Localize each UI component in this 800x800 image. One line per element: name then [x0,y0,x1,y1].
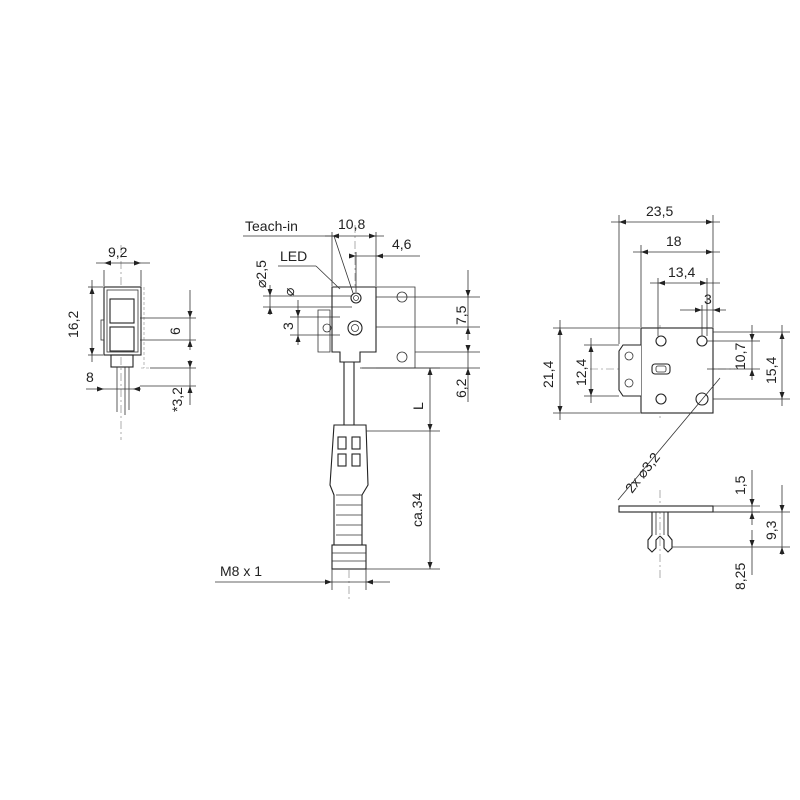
bracket-side-thickness-label: 1,5 [732,475,748,495]
front-width-label: 9,2 [108,244,128,260]
bracket-holes-label: 2x ⌀3,2 [622,449,663,496]
bracket-side-height-label: 9,3 [763,520,779,540]
bracket-right-height-label: 15,4 [763,357,779,384]
front-offset-label: *3,2 [169,387,185,412]
side-bottom-label: 6,2 [453,378,469,398]
front-view-lens-lower [109,326,135,352]
m8-connector [329,424,369,546]
front-view: 9,2 16,2 6 8 *3,2 [65,244,196,440]
front-height-label: 16,2 [65,311,81,338]
side-cable-label: L [410,402,426,410]
bracket-inner-width-label: 13,4 [668,264,695,280]
led-lens [347,320,363,336]
side-offset-label: 4,6 [392,236,412,252]
bracket-inner-height-label: 12,4 [573,359,589,386]
side-height-label: 7,5 [453,305,469,325]
side-connector-label: ca.34 [409,493,425,527]
side-view: Teach-in LED 10,8 4,6 ⌀2,5 ⌀ 3 [215,216,480,600]
bracket-total-width-label: 23,5 [646,203,673,219]
bracket-side-plate [618,505,714,513]
bracket-view: 23,5 18 13,4 3 21,4 12,4 [540,203,790,501]
teach-in-label: Teach-in [245,218,298,234]
side-lens-offset-label: 3 [280,322,296,330]
bracket-width-label: 18 [666,233,682,249]
front-lens-label: 6 [167,327,183,335]
teach-in-hole [350,292,362,304]
bracket-edge-label: 3 [704,291,712,307]
bracket-plate [640,327,714,414]
side-diameter-label: ⌀2,5 [253,260,269,288]
led-label: LED [280,248,307,264]
front-view-lens-upper [109,298,135,324]
bracket-side-pin-label: 8,25 [732,563,748,590]
side-thread-label: M8 x 1 [220,563,262,579]
bracket-side-view: 1,5 9,3 8,25 [618,470,790,590]
side-width-label: 10,8 [338,216,365,232]
bracket-hole [695,392,709,406]
bracket-hole-spacing-label: 10,7 [732,343,748,370]
bracket-hole [655,335,667,347]
bracket-height-label: 21,4 [540,361,556,388]
side-diameter-sym: ⌀ [281,288,297,296]
bracket-hole [655,393,667,405]
front-bottom-label: 8 [86,369,94,385]
